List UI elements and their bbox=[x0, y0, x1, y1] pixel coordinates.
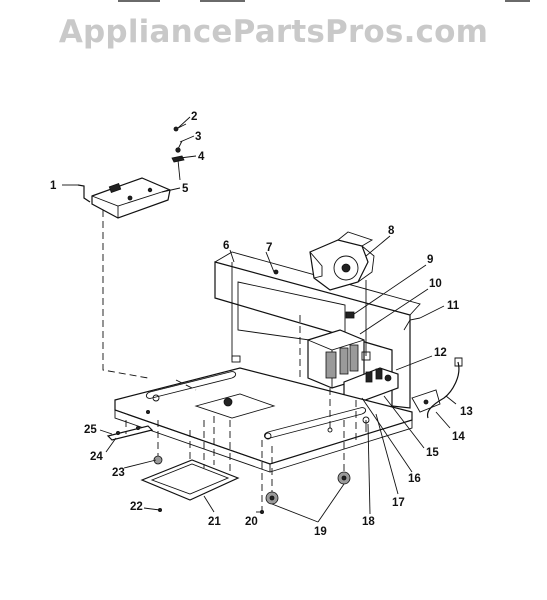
watermark-text: AppliancePartsPros.com bbox=[58, 14, 489, 50]
callout-20: 20 bbox=[245, 516, 258, 528]
callout-labels: 1 2 3 4 5 6 7 8 9 10 11 12 13 14 15 16 1… bbox=[50, 111, 473, 538]
callout-11: 11 bbox=[447, 300, 460, 312]
callout-9: 9 bbox=[427, 254, 433, 266]
callout-10: 10 bbox=[429, 278, 442, 290]
dashed-guide-control bbox=[102, 210, 149, 379]
callout-16: 16 bbox=[408, 473, 421, 485]
feet bbox=[259, 416, 370, 514]
callout-13: 13 bbox=[460, 406, 473, 418]
callout-17: 17 bbox=[392, 497, 405, 509]
callout-23: 23 bbox=[112, 467, 125, 479]
callout-25: 25 bbox=[84, 424, 97, 436]
callout-19: 19 bbox=[314, 526, 327, 538]
mount-bracket bbox=[106, 420, 163, 465]
callout-7: 7 bbox=[266, 242, 272, 254]
callout-24: 24 bbox=[90, 451, 103, 463]
callout-22: 22 bbox=[130, 501, 143, 513]
callout-18: 18 bbox=[362, 516, 375, 528]
fan-motor bbox=[309, 231, 375, 356]
callout-5: 5 bbox=[182, 183, 189, 195]
callout-6: 6 bbox=[223, 240, 229, 252]
callout-3: 3 bbox=[195, 131, 201, 143]
callout-21: 21 bbox=[208, 516, 221, 528]
callout-14: 14 bbox=[452, 431, 465, 443]
leader-lines bbox=[62, 116, 457, 523]
callout-12: 12 bbox=[434, 347, 447, 359]
callout-2: 2 bbox=[191, 111, 197, 123]
dashed-guides bbox=[125, 379, 357, 468]
callout-1: 1 bbox=[50, 180, 57, 192]
control-screws bbox=[171, 123, 187, 181]
power-cord bbox=[411, 357, 463, 419]
callout-15: 15 bbox=[426, 447, 439, 459]
transformer-assembly bbox=[307, 311, 421, 389]
drip-tray bbox=[140, 420, 240, 512]
callout-4: 4 bbox=[198, 151, 205, 163]
callout-8: 8 bbox=[388, 225, 395, 237]
control-module bbox=[77, 177, 171, 219]
